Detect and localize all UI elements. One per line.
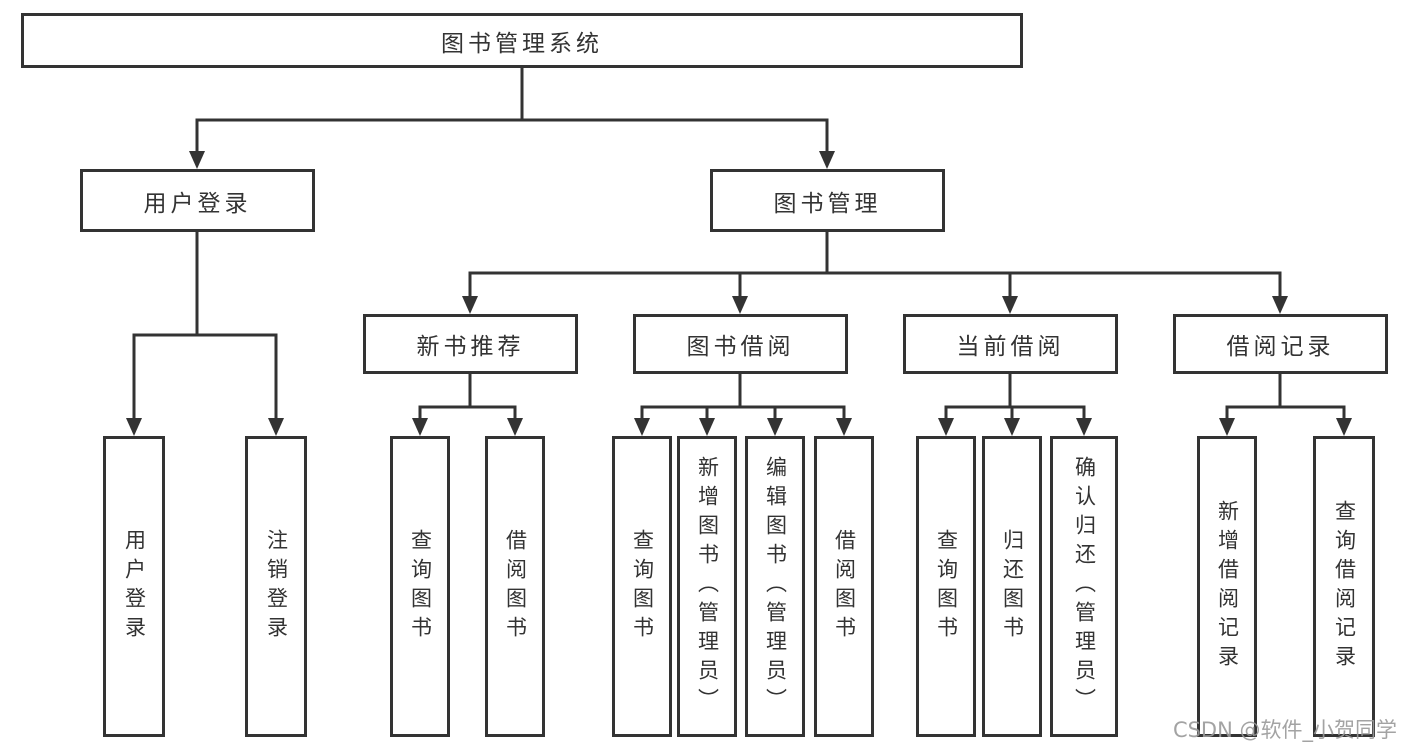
leaf-query-books-recommend: 查询图书	[390, 436, 450, 737]
node-borrow-records-label: 借阅记录	[1226, 334, 1335, 360]
leaf-borrow-books-label: 借阅图书	[832, 528, 857, 645]
connector-user-login-children	[126, 232, 284, 436]
leaf-add-borrow-record: 新增借阅记录	[1197, 436, 1257, 737]
node-new-book-recommend: 新书推荐	[363, 314, 578, 374]
leaf-query-books-recommend-label: 查询图书	[408, 528, 433, 645]
leaf-confirm-return-admin: 确认归还（管理员）	[1050, 436, 1118, 737]
leaf-borrow-books: 借阅图书	[814, 436, 874, 737]
leaf-add-borrow-record-label: 新增借阅记录	[1215, 499, 1240, 674]
connector-borrow-records-children	[1219, 374, 1352, 436]
leaf-return-books-label: 归还图书	[1000, 528, 1025, 645]
leaf-edit-book-admin: 编辑图书（管理员）	[745, 436, 805, 737]
leaf-add-book-admin: 新增图书（管理员）	[677, 436, 737, 737]
leaf-logout: 注销登录	[245, 436, 307, 737]
leaf-borrow-books-recommend-label: 借阅图书	[503, 528, 528, 645]
node-user-login: 用户登录	[80, 169, 315, 232]
connector-new-book-rec-children	[412, 374, 523, 436]
node-book-management-label: 图书管理	[773, 190, 882, 217]
node-current-borrow: 当前借阅	[903, 314, 1118, 374]
node-new-book-recommend-label: 新书推荐	[416, 334, 525, 360]
leaf-query-books-current: 查询图书	[916, 436, 976, 737]
leaf-query-borrow-record: 查询借阅记录	[1313, 436, 1375, 737]
node-book-borrow: 图书借阅	[633, 314, 848, 374]
leaf-add-book-admin-label: 新增图书（管理员）	[695, 456, 720, 717]
leaf-query-books-borrow: 查询图书	[612, 436, 672, 737]
leaf-return-books: 归还图书	[982, 436, 1042, 737]
connector-book-borrow-children	[634, 374, 852, 436]
node-root-label: 图书管理系统	[441, 30, 603, 57]
node-borrow-records: 借阅记录	[1173, 314, 1388, 374]
node-book-borrow-label: 图书借阅	[686, 334, 795, 360]
connector-current-borrow-children	[938, 374, 1092, 436]
leaf-query-borrow-record-label: 查询借阅记录	[1332, 499, 1357, 674]
csdn-watermark: CSDN @软件_小贺同学	[1172, 718, 1397, 742]
connector-book-mgmt-children	[462, 232, 1288, 314]
node-book-management: 图书管理	[710, 169, 945, 232]
leaf-borrow-books-recommend: 借阅图书	[485, 436, 545, 737]
node-root: 图书管理系统	[21, 13, 1023, 68]
node-current-borrow-label: 当前借阅	[956, 334, 1065, 360]
leaf-user-login: 用户登录	[103, 436, 165, 737]
node-user-login-label: 用户登录	[143, 190, 252, 217]
leaf-confirm-return-admin-label: 确认归还（管理员）	[1072, 456, 1097, 717]
leaf-query-books-borrow-label: 查询图书	[630, 528, 655, 645]
leaf-query-books-current-label: 查询图书	[934, 528, 959, 645]
leaf-edit-book-admin-label: 编辑图书（管理员）	[763, 456, 788, 717]
connector-root-to-level2	[189, 68, 835, 169]
leaf-logout-label: 注销登录	[264, 528, 289, 645]
leaf-user-login-label: 用户登录	[122, 528, 147, 645]
